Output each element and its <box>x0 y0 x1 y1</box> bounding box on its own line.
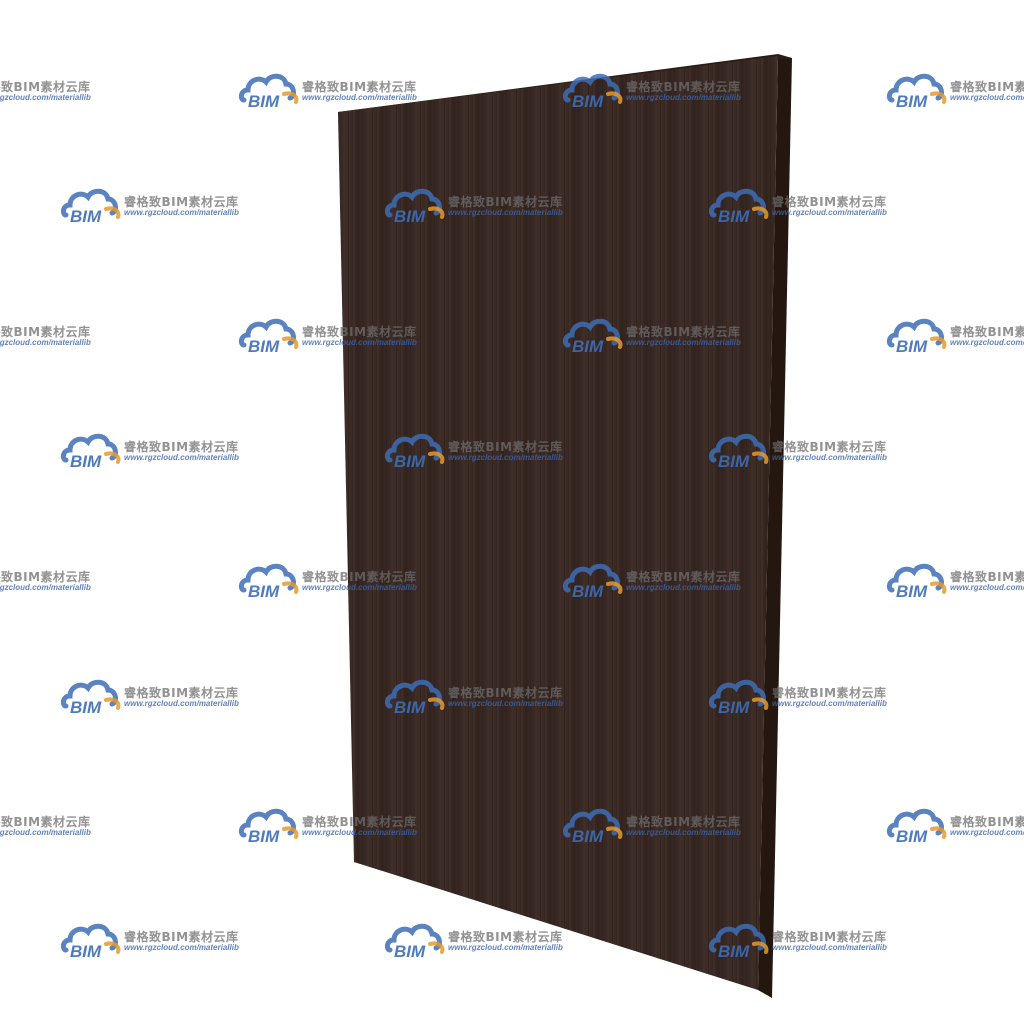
panel-sheen <box>338 56 778 990</box>
panel-side-edge <box>758 58 792 998</box>
panel-front-face <box>338 56 778 990</box>
